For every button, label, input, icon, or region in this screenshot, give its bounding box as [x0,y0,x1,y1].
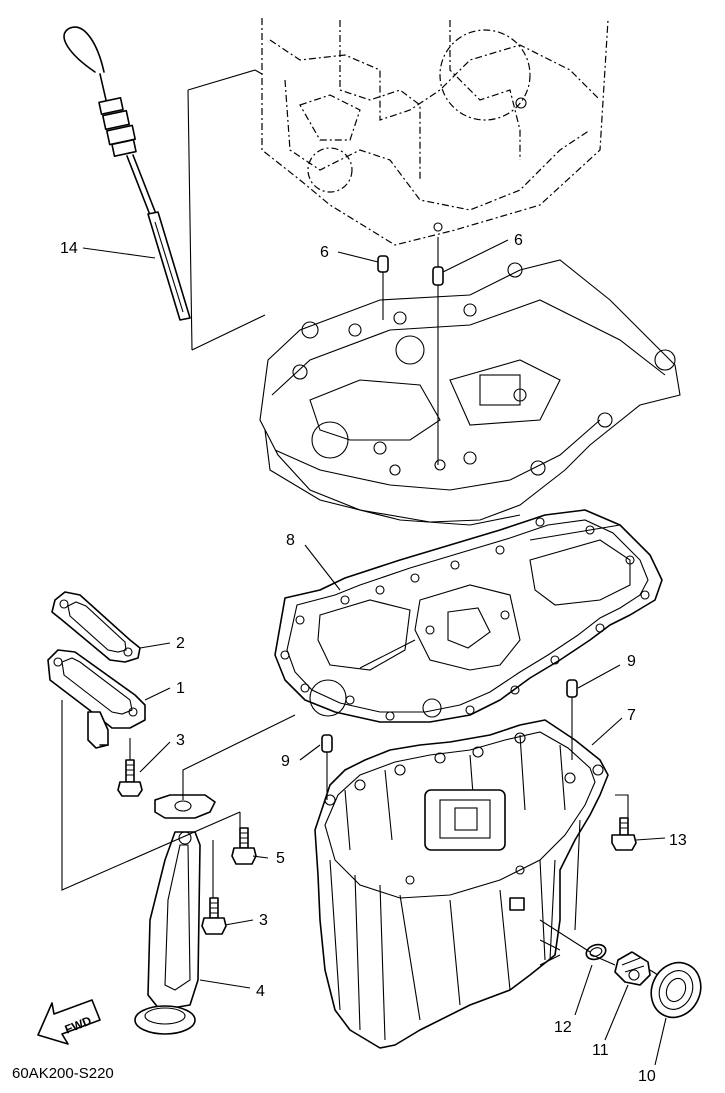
oil-strainer-housing [47,649,146,749]
small-gasket [51,591,141,663]
drain-plug-gasket-12 [585,943,607,961]
dowel-pin-9b [566,679,578,760]
diagram-code: 60AK200-S220 [12,1065,114,1082]
oil-pickup-tube [134,794,216,1035]
engine-block-phantom [261,18,609,246]
assembly-lines [61,700,659,976]
oil-pan [314,719,609,1049]
callout-14: 14 [60,240,78,257]
dipstick [63,26,191,321]
callout-7: 7 [627,707,636,724]
dowel-pin-9a [321,734,333,800]
fwd-arrow-icon: FWD [37,999,101,1045]
callout-5: 5 [276,850,285,867]
dowel-pin-6b [432,237,444,465]
dipstick-to-block-line [254,69,263,75]
bolt-13 [611,817,637,851]
drain-cover-10 [650,961,702,1019]
callout-9-right: 9 [627,653,636,670]
callout-11: 11 [592,1042,609,1059]
callout-12: 12 [554,1019,572,1036]
callout-8: 8 [286,532,295,549]
exhaust-guide-phantom [259,259,681,526]
callout-9-left: 9 [281,753,290,770]
callout-2: 2 [176,635,185,652]
callout-labels: 14 6 6 8 2 1 3 9 9 7 5 3 13 4 12 11 10 [60,232,687,1085]
callout-3-upper: 3 [176,732,185,749]
bolt-3-upper [117,759,143,797]
bolt-5 [231,827,257,865]
callout-6-left: 6 [320,244,329,261]
drain-plug-11 [614,951,651,986]
callout-6-right: 6 [514,232,523,249]
callout-4: 4 [256,983,265,1000]
dowel-pin-6a [377,255,389,320]
bolt-3-lower [201,897,227,935]
callout-13: 13 [669,832,687,849]
callout-leaders [82,239,667,1066]
callout-1: 1 [176,680,185,697]
dipstick-bracket-line [187,69,266,351]
oil-pan-gasket [274,509,663,723]
callout-3-lower: 3 [259,912,268,929]
callout-10: 10 [638,1068,656,1085]
